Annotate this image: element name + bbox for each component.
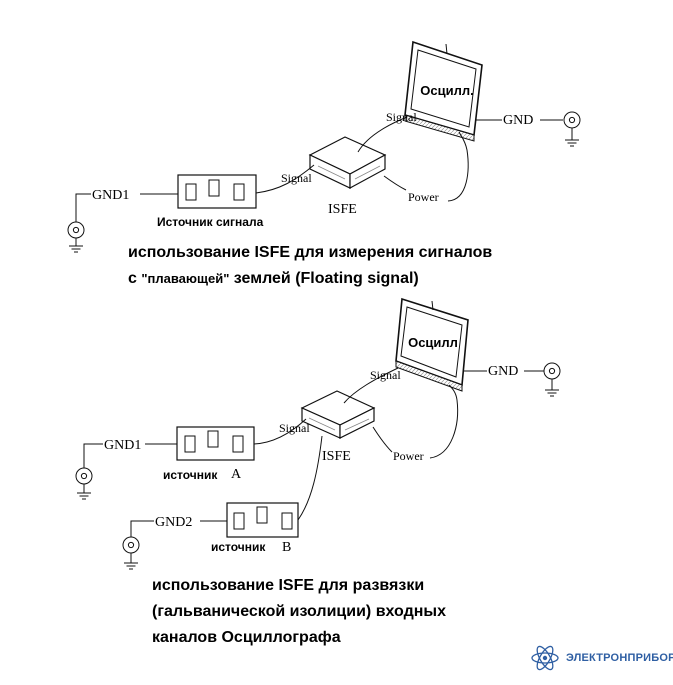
source-a-letter: A bbox=[231, 467, 242, 482]
oscilloscope-label: Осцилл. bbox=[420, 83, 473, 98]
ground-connector-icon bbox=[122, 536, 140, 570]
source-b-letter: B bbox=[282, 540, 291, 555]
caption-line: каналов Осциллографа bbox=[152, 629, 341, 646]
power-label: Power bbox=[393, 449, 424, 463]
gnd1-label: GND1 bbox=[92, 188, 129, 203]
isfe-label: ISFE bbox=[328, 202, 357, 217]
diagram-floating-signal: Осцилл. GND ISFE Signal Power bbox=[67, 40, 581, 253]
brand-name: ЭЛЕКТРОНПРИБОР bbox=[566, 652, 673, 664]
signal-left-label: Signal bbox=[279, 421, 310, 435]
caption-line: использование ISFE для измерения сигнало… bbox=[128, 244, 493, 261]
caption-line: использование ISFE для развязки bbox=[152, 577, 425, 594]
ground-connector-icon bbox=[543, 362, 561, 397]
ground-connector-icon bbox=[563, 111, 581, 147]
oscilloscope-monitor-2: Осцилл bbox=[395, 297, 469, 392]
oscilloscope-monitor-1: Осцилл. bbox=[404, 40, 483, 142]
gnd-right-label: GND bbox=[503, 113, 533, 128]
caption-isolation: использование ISFE для развязки (гальван… bbox=[152, 573, 446, 651]
atom-icon bbox=[531, 645, 559, 671]
signal-source-a bbox=[176, 426, 255, 461]
gnd-right-label: GND bbox=[488, 364, 518, 379]
signal-top-label: Signal bbox=[386, 110, 417, 124]
brand-logo: ЭЛЕКТРОНПРИБОР bbox=[530, 640, 673, 676]
oscilloscope-label: Осцилл bbox=[408, 335, 458, 350]
signal-source-1 bbox=[177, 174, 257, 209]
gnd2-label: GND2 bbox=[155, 515, 192, 530]
signal-left-label: Signal bbox=[281, 171, 312, 185]
caption-text: с bbox=[128, 270, 142, 287]
isfe-label: ISFE bbox=[322, 449, 351, 464]
caption-line: (гальванической изолиции) входных bbox=[152, 603, 446, 620]
signal-source-b bbox=[226, 502, 299, 538]
gnd1-label: GND1 bbox=[104, 438, 141, 453]
power-label: Power bbox=[408, 190, 439, 204]
source-b-label: источник bbox=[211, 540, 266, 554]
source-a-label: источник bbox=[163, 468, 218, 482]
ground-connector-icon bbox=[75, 467, 93, 500]
isfe-module-2 bbox=[300, 390, 376, 439]
source-label: Источник сигнала bbox=[157, 215, 264, 229]
caption-text: землей (Floating signal) bbox=[229, 270, 419, 287]
isfe-module-1 bbox=[308, 136, 387, 190]
caption-quoted-text: "плавающей" bbox=[141, 271, 230, 286]
caption-floating-signal: использование ISFE для измерения сигнало… bbox=[128, 240, 492, 292]
caption-line: с "плавающей" землей (Floating signal) bbox=[128, 266, 492, 292]
ground-connector-icon bbox=[67, 221, 85, 253]
diagram-isolated-inputs: Осцилл GND ISFE Signal Power bbox=[75, 297, 561, 570]
signal-top-label: Signal bbox=[370, 368, 401, 382]
